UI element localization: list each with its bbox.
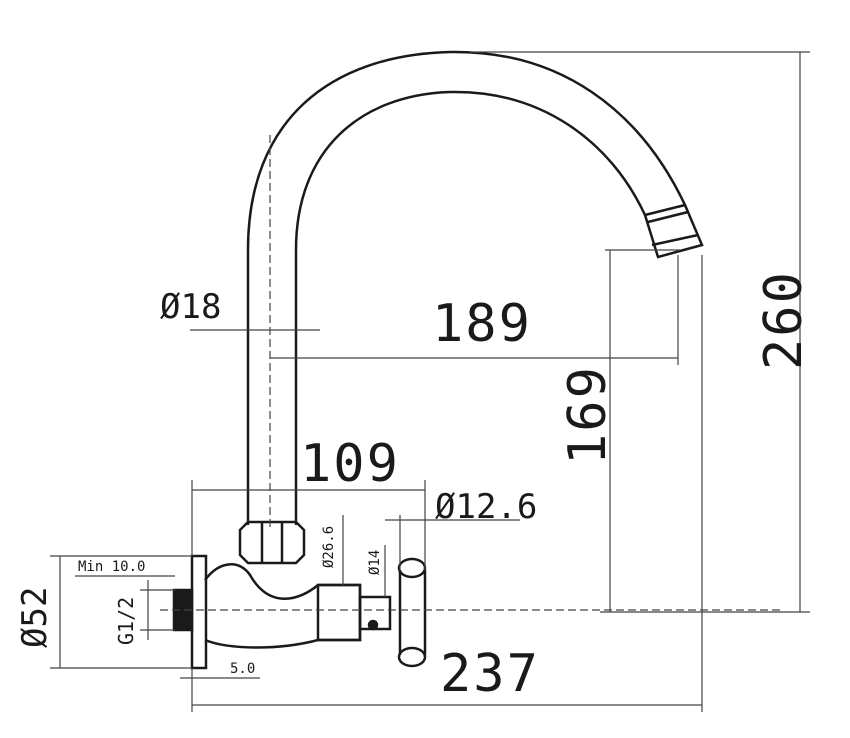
dim-body-diameter: Ø26.6 bbox=[321, 525, 337, 568]
dim-total-height: 260 bbox=[754, 270, 814, 370]
spout-outer bbox=[246, 50, 687, 525]
dim-body-length: 109 bbox=[300, 434, 400, 494]
dim-stem-diameter: Ø14 bbox=[367, 549, 383, 575]
dim-flange-thickness: 5.0 bbox=[230, 661, 256, 677]
body-cylinder bbox=[316, 583, 362, 642]
handle bbox=[398, 570, 427, 655]
flange bbox=[190, 554, 208, 670]
dim-min-thread-depth: Min 10.0 bbox=[78, 559, 146, 575]
dim-thread: G1/2 bbox=[114, 596, 138, 645]
spout-inner bbox=[294, 90, 647, 525]
valve-body bbox=[204, 563, 362, 649]
dim-handle-diameter: Ø12.6 bbox=[435, 487, 538, 527]
dim-outlet-height: 169 bbox=[558, 365, 618, 465]
nut bbox=[238, 520, 306, 565]
dim-flange-diameter: Ø52 bbox=[15, 586, 55, 648]
aerator bbox=[643, 203, 704, 259]
dim-spout-reach: 189 bbox=[432, 294, 532, 354]
dim-total-length: 237 bbox=[440, 644, 540, 704]
dim-spout-diameter: Ø18 bbox=[160, 287, 222, 327]
